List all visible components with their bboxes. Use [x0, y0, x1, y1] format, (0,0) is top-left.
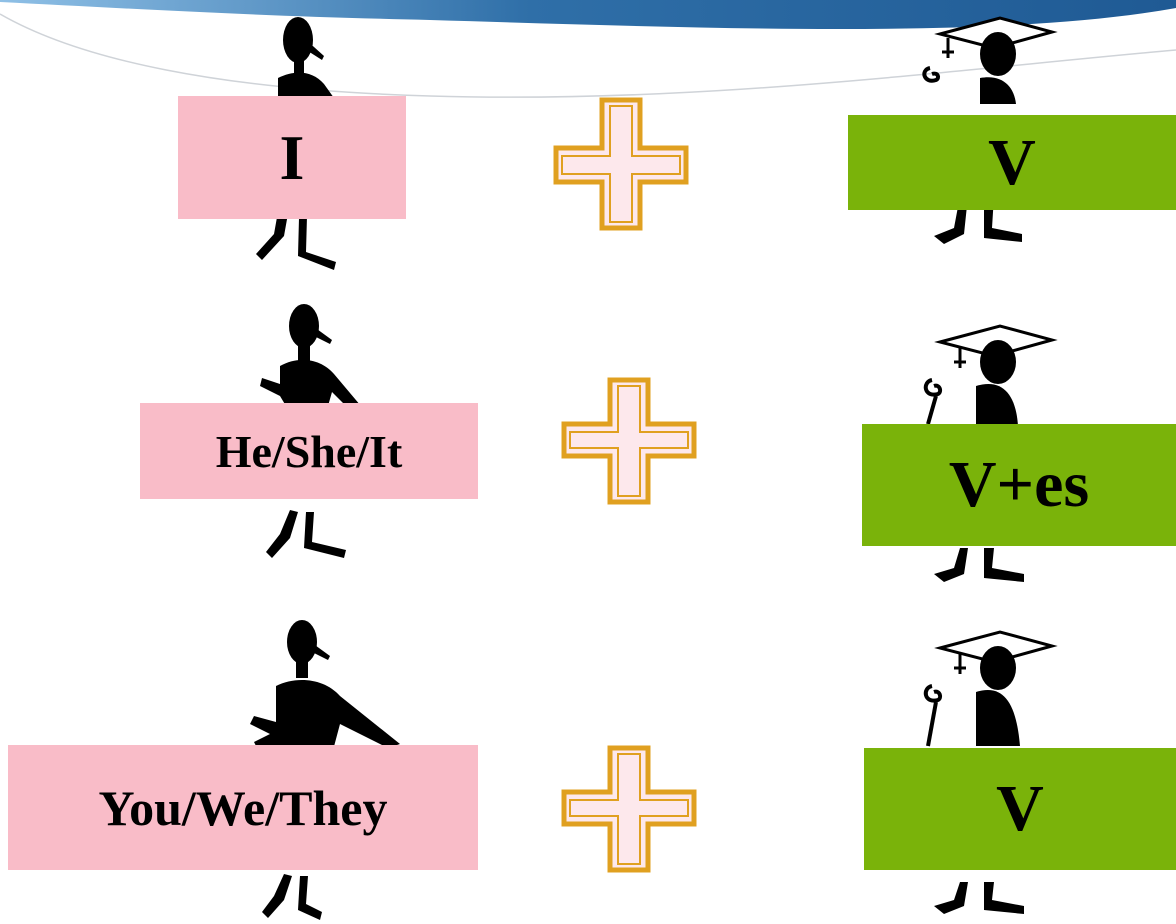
plus-icon: [561, 745, 697, 873]
plus-icon: [561, 377, 697, 505]
verb-label: V: [996, 772, 1044, 845]
subject-label: He/She/It: [215, 425, 403, 477]
graduate-silhouette-icon: [922, 16, 1058, 244]
verb-label: V: [988, 125, 1036, 199]
subject-box-you-we-they: You/We/They: [8, 745, 478, 870]
subject-label: You/We/They: [98, 779, 388, 836]
graduate-silhouette-icon: [923, 630, 1058, 914]
person-silhouette-icon: [260, 304, 366, 558]
subject-label: I: [279, 121, 305, 193]
subject-box-i: I: [178, 96, 406, 219]
verb-box-v-plural: V: [864, 748, 1176, 870]
graduate-silhouette-icon: [923, 324, 1058, 582]
header-banner: [0, 0, 1176, 98]
verb-box-v: V: [848, 115, 1176, 210]
verb-label: V+es: [948, 448, 1090, 521]
banner-wave: [0, 0, 1176, 29]
banner-arc-line: [0, 13, 1176, 98]
plus-icon: [553, 97, 689, 231]
verb-box-v-es: V+es: [862, 424, 1176, 546]
person-silhouette-icon: [250, 620, 400, 920]
subject-box-he-she-it: He/She/It: [140, 403, 478, 499]
